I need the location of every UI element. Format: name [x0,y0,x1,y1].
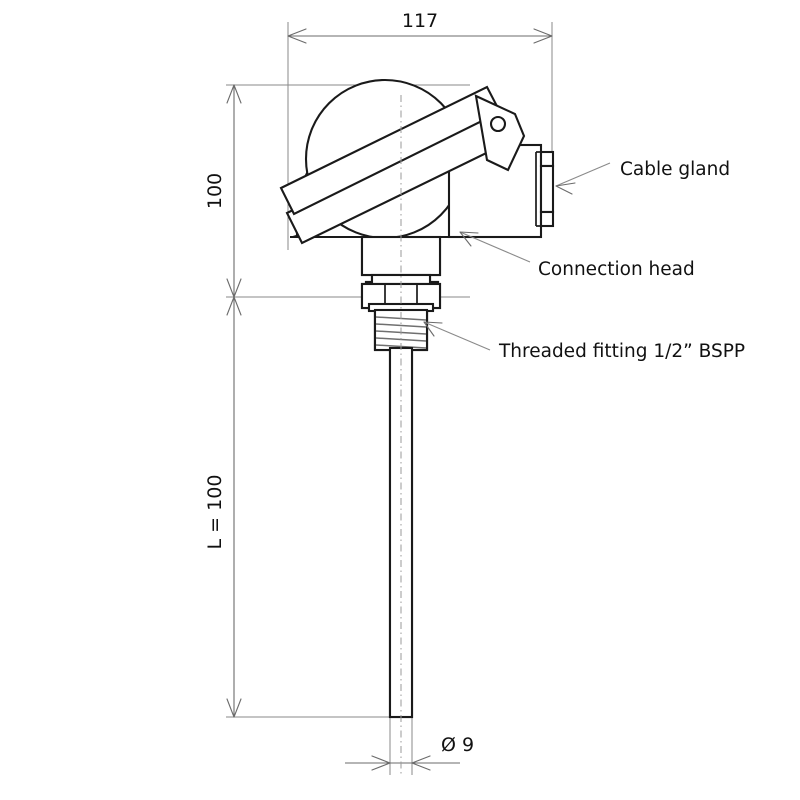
dimension-width-top: 117 [287,10,553,44]
dimension-head-height: 100 [204,84,242,298]
arrow-top-100 [226,84,242,104]
arrow-threaded-fitting [423,321,443,337]
neck-assembly-top [360,235,442,719]
leader-cable-gland [555,162,611,187]
gland-cap-top [539,150,555,168]
cable-gland-body [535,150,555,228]
leader-threaded-fitting [423,321,491,351]
lid-screw-hole [489,115,507,133]
arrow-top-L100 [226,296,242,316]
dim-value-dia9: Ø 9 [441,734,474,756]
dim-value-117: 117 [402,10,438,32]
thread-crest [375,323,427,328]
arrow-right-dia9 [411,755,431,771]
callout-label-threaded-fitting: Threaded fitting 1/2” BSPP [498,341,745,362]
dimension-insertion-length: L = 100 [204,296,242,718]
arrow-left-dia9 [371,755,391,771]
callout-label-connection-head: Connection head [538,259,695,280]
callout-label-cable-gland: Cable gland [620,159,730,180]
callout-leaders [423,162,611,351]
dim-value-100: 100 [204,173,226,209]
arrow-cable-gland [555,182,576,195]
gland-cap-bottom [539,210,555,228]
gland-middle [539,164,555,214]
arrow-bottom-100 [226,278,242,298]
lid-hinge-tab [474,94,526,172]
dimension-stem-diameter: Ø 9 [345,734,474,771]
arrow-connection-head [459,231,479,247]
callout-labels: Cable gland Connection head Threaded fit… [498,159,745,362]
arrow-left-117 [287,28,307,44]
dim-value-L100: L = 100 [204,475,226,550]
arrow-right-117 [533,28,553,44]
arrow-bottom-L100 [226,698,242,718]
leader-connection-head [459,231,531,263]
head-lid-band [279,85,526,245]
